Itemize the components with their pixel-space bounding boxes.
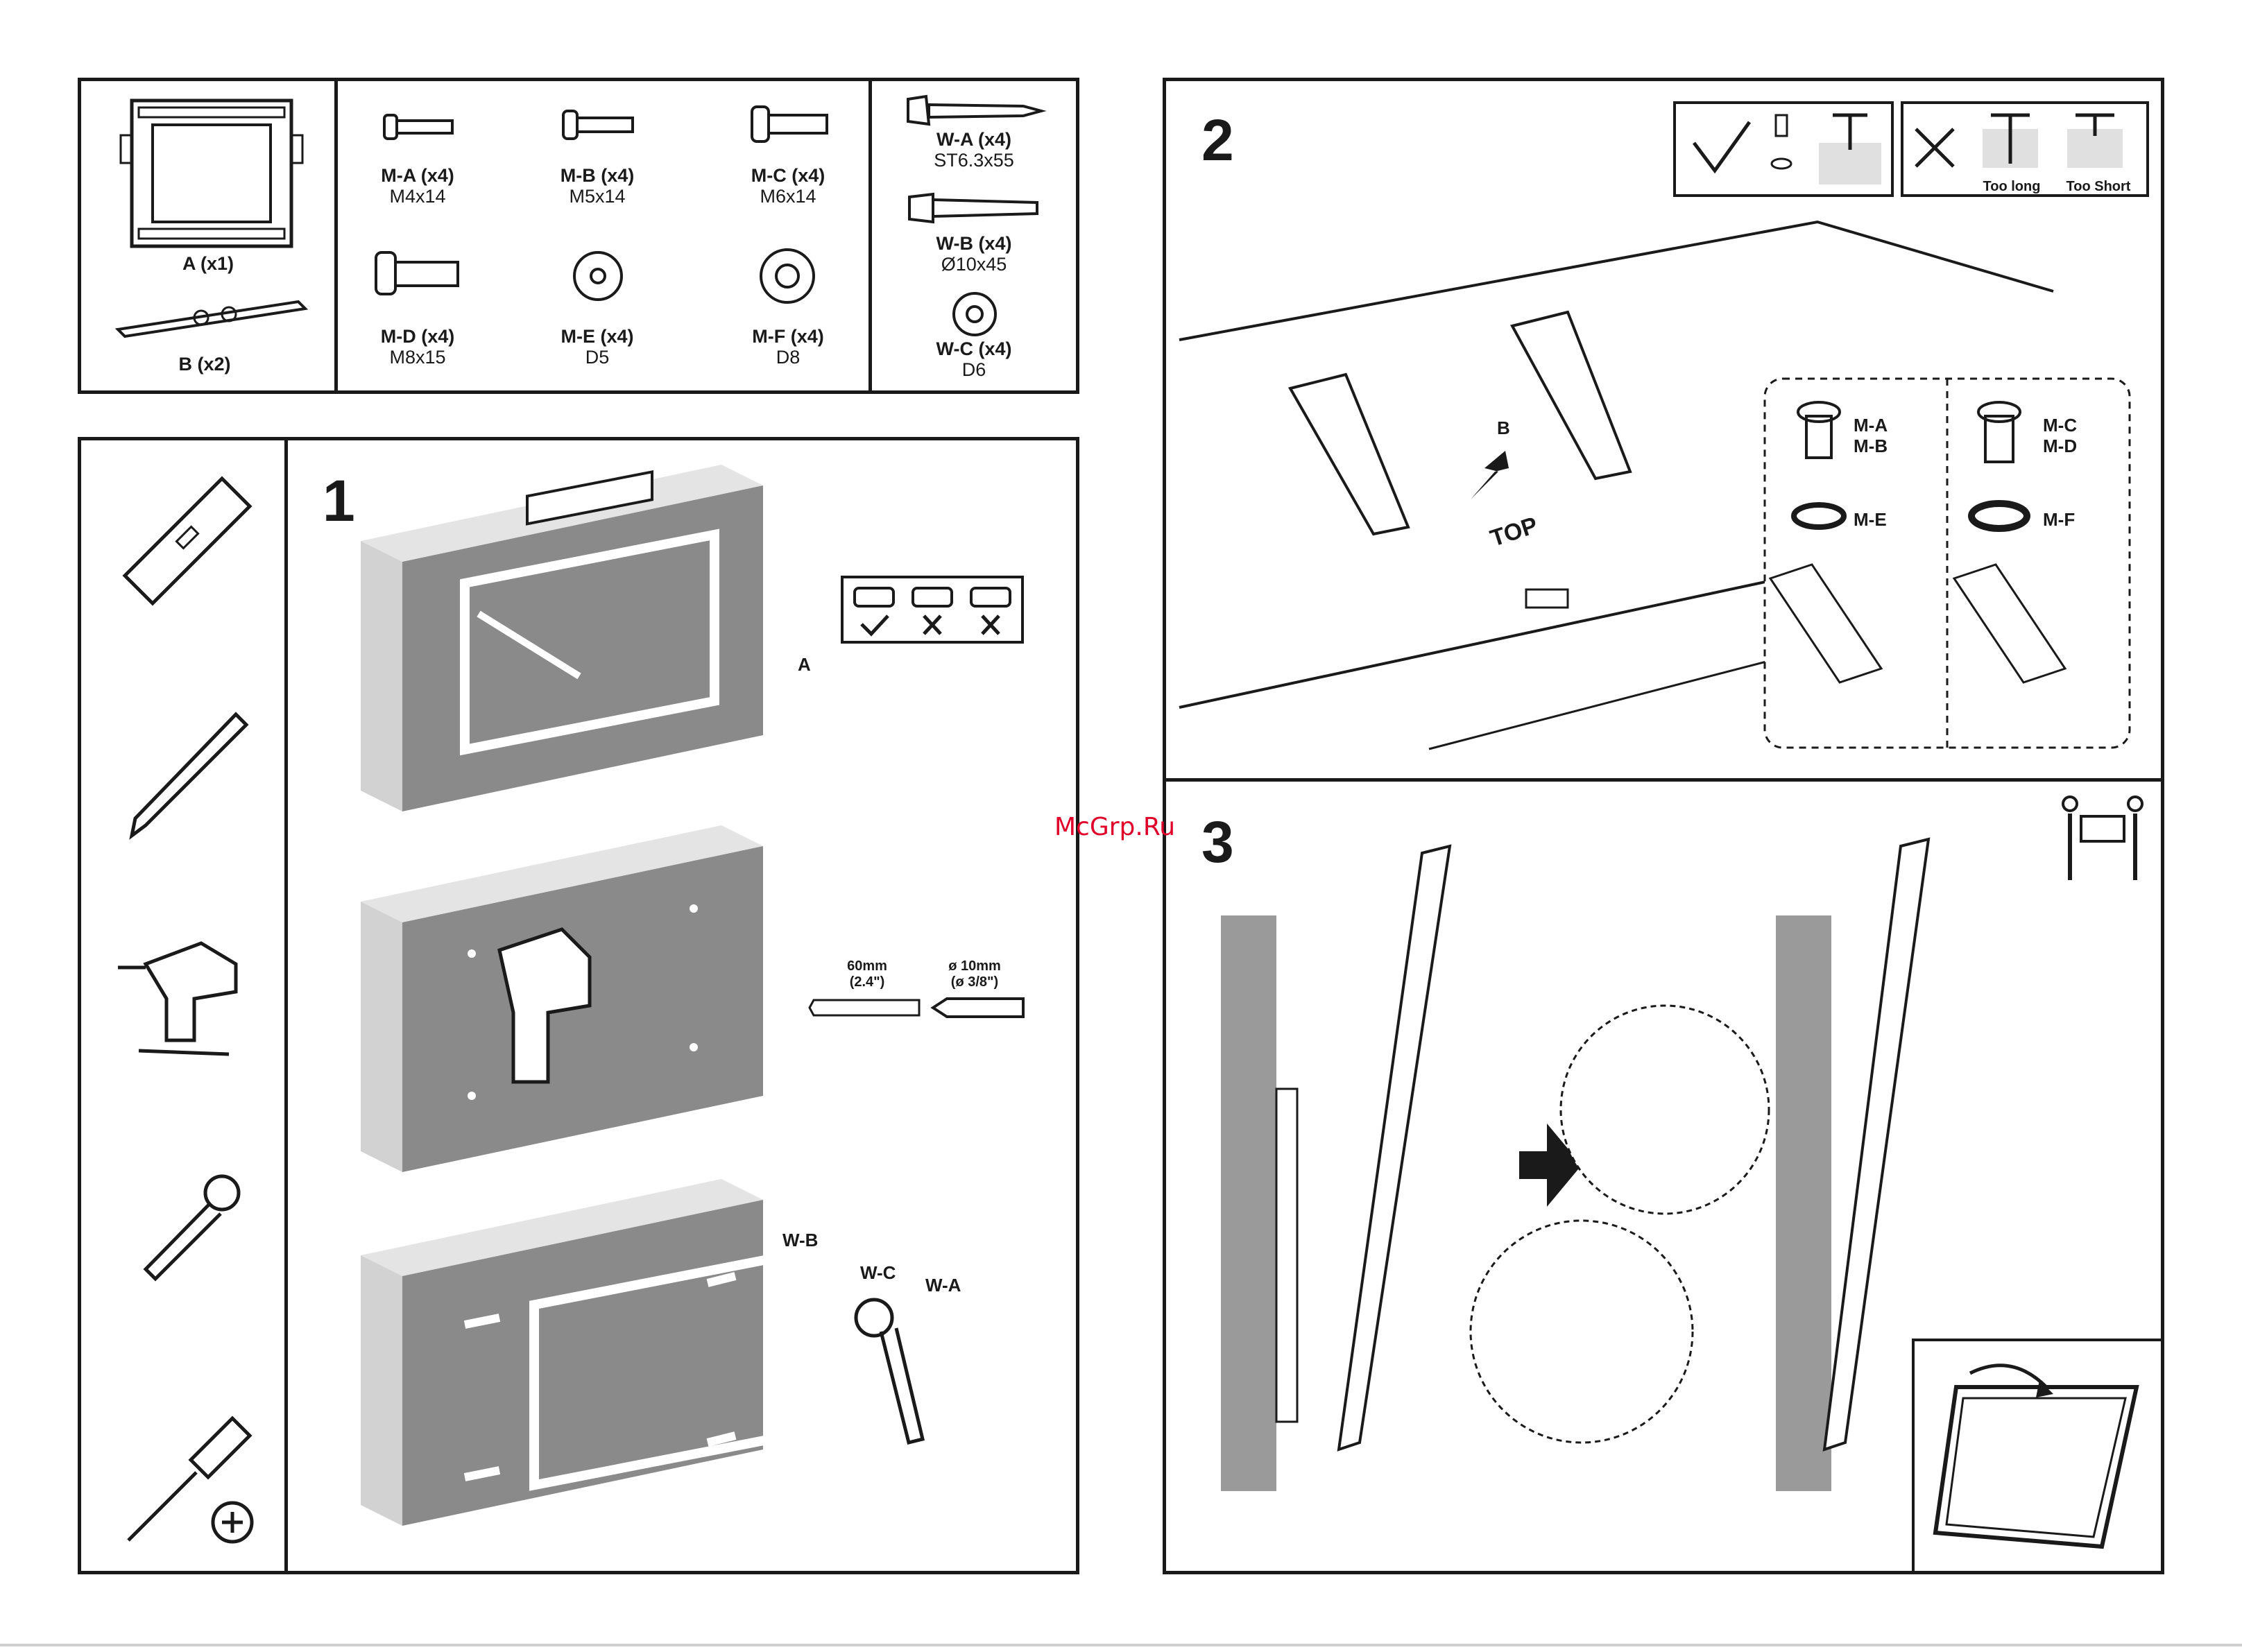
- screw-m-c-icon: [749, 103, 832, 151]
- drill-diameter-label: ø 10mm(ø 3/8"): [923, 958, 1027, 990]
- screwdriver-tool-icon: [121, 1404, 267, 1550]
- parts-divider-1: [334, 78, 338, 394]
- step1-wall-level-scene: [361, 465, 777, 825]
- washer-m-e-icon: [570, 248, 626, 304]
- lag-bolt-w-a-icon: [905, 94, 1044, 128]
- step1-wall-mount-scene: [361, 1179, 777, 1540]
- part-w-b-label: W-B (x4)Ø10x45: [905, 233, 1043, 275]
- part-a-label: A (x1): [139, 253, 277, 274]
- drill-bit-dimension: [808, 993, 1030, 1021]
- step1-label-wc: W-C: [860, 1262, 896, 1284]
- socket-wrench-tool-icon: [132, 1165, 257, 1290]
- step2-number: 2: [1201, 111, 1234, 169]
- too-short-label: Too Short: [2053, 179, 2143, 195]
- step1-wall-drill-scene: [361, 825, 777, 1186]
- part-m-e-label: M-E (x4)D5: [528, 326, 667, 368]
- combo2-washer-label: M-F: [2043, 509, 2075, 531]
- step1-wrench-drawing: [832, 1290, 943, 1456]
- screw-m-a-icon: [382, 110, 458, 144]
- watermark-text: McGrp.Ru: [1054, 813, 1175, 841]
- parts-divider-2: [868, 78, 872, 394]
- level-bubble-check: [841, 576, 1025, 645]
- part-b-label: B (x2): [135, 354, 274, 375]
- too-long-label: Too long: [1974, 179, 2050, 195]
- part-m-f-label: M-F (x4)D8: [719, 326, 857, 368]
- drill-tool-icon: [118, 936, 271, 1061]
- screw-length-ok-box: [1673, 101, 1894, 197]
- page-bottom-rule: [0, 1644, 2242, 1646]
- tilt-inset-drawing: [1935, 1359, 2143, 1560]
- part-m-a-label: M-A (x4)M4x14: [348, 165, 487, 207]
- screw-m-d-icon: [373, 248, 463, 304]
- washer-m-f-icon: [758, 246, 817, 306]
- part-m-b-label: M-B (x4)M5x14: [528, 165, 667, 207]
- arm-b-drawing: [111, 291, 312, 340]
- part-m-d-label: M-D (x4)M8x15: [348, 326, 487, 368]
- part-w-a-label: W-A (x4)ST6.3x55: [905, 129, 1043, 171]
- part-w-c-label: W-C (x4)D6: [905, 338, 1043, 380]
- step1-number: 1: [323, 472, 355, 530]
- level-tool-icon: [118, 472, 257, 610]
- pencil-tool-icon: [118, 700, 257, 839]
- drill-depth-label: 60mm(2.4"): [812, 958, 923, 990]
- wall-plate-a-drawing: [118, 94, 305, 253]
- washer-w-c-icon: [950, 290, 999, 338]
- step2-divider: [1163, 778, 2164, 782]
- part-m-c-label: M-C (x4)M6x14: [719, 165, 857, 207]
- step2-label-b: B: [1497, 418, 1510, 439]
- combo1-washer-label: M-E: [1854, 509, 1887, 531]
- step1-label-wb: W-B: [782, 1230, 818, 1251]
- screw-m-b-icon: [560, 105, 637, 147]
- step1-label-a: A: [798, 654, 811, 676]
- anchor-w-b-icon: [905, 187, 1044, 229]
- tools-divider: [284, 437, 288, 1574]
